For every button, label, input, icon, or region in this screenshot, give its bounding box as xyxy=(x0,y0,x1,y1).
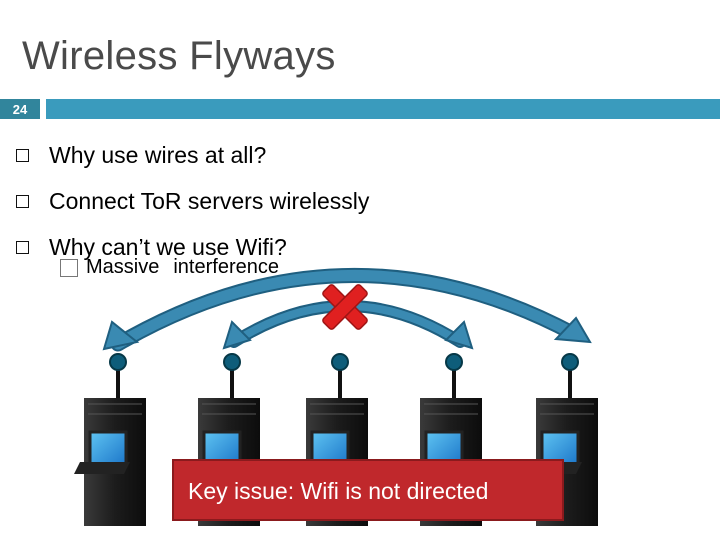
key-issue-callout: Key issue: Wifi is not directed xyxy=(172,459,564,521)
bullet-text: Why can’t we use Wifi? xyxy=(49,233,287,260)
server-rack-icon xyxy=(74,353,146,526)
bullet-text: Connect To​R servers wirelessly xyxy=(49,187,370,214)
sub-bullet-lead: Massive xyxy=(86,256,160,278)
bullet-text: Why use wires at all? xyxy=(49,141,267,168)
slide-number: 24 xyxy=(0,99,40,119)
red-x-icon xyxy=(322,284,368,330)
hollow-square-icon xyxy=(16,240,29,254)
header-bar xyxy=(46,99,720,119)
sub-bullet-icon xyxy=(60,258,78,277)
bullet-item: Why can’t we use Wifi? xyxy=(14,224,369,270)
sub-bullet: Massive interference xyxy=(60,256,279,279)
bullet-list: Why use wires at all? Connect To​R serve… xyxy=(14,132,369,270)
bullet-item: Why use wires at all? xyxy=(14,132,369,178)
bullet-item: Connect To​R servers wirelessly xyxy=(14,178,369,224)
slide-title: Wireless Flyways xyxy=(22,34,336,78)
hollow-square-icon xyxy=(16,148,29,162)
long-link-arrow xyxy=(102,267,592,352)
sub-bullet-rest: interference xyxy=(173,256,279,278)
callout-text: Key issue: Wifi is not directed xyxy=(188,478,489,504)
hollow-square-icon xyxy=(16,194,29,208)
